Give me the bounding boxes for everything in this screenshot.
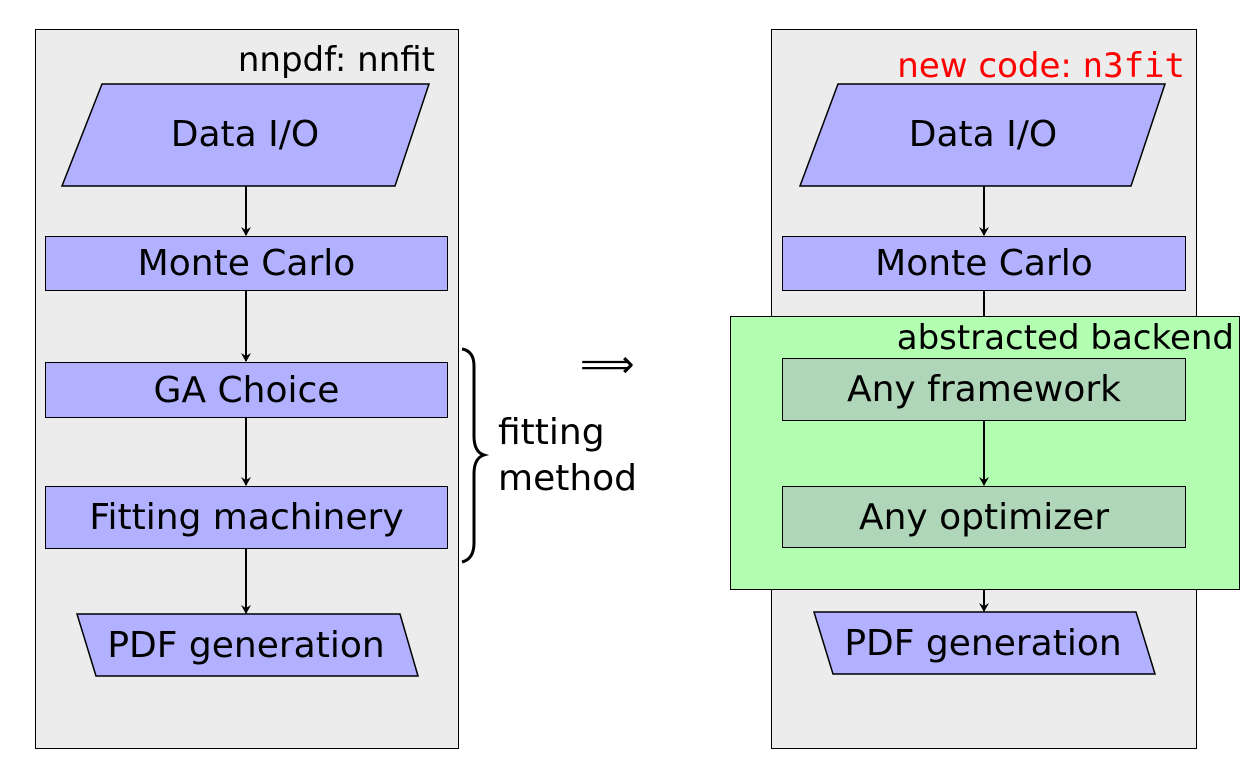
bracket-label: fitting method xyxy=(498,410,637,502)
left-fitting-machinery: Fitting machinery xyxy=(45,486,448,549)
right-pdf-generation: PDF generation xyxy=(844,622,1122,664)
left-panel-title: nnpdf: nnfit xyxy=(237,40,435,80)
left-data-io-shape xyxy=(60,83,431,187)
left-pdf-generation-shape xyxy=(75,613,419,677)
backend-label: abstracted backend xyxy=(896,318,1234,358)
right-monte-carlo: Monte Carlo xyxy=(782,236,1186,291)
left-monte-carlo: Monte Carlo xyxy=(45,236,448,291)
left-ga-choice: GA Choice xyxy=(45,362,448,418)
right-pdf-generation-shape xyxy=(812,611,1157,675)
right-any-framework: Any framework xyxy=(782,358,1186,421)
right-data-io-shape xyxy=(798,83,1167,187)
right-brace xyxy=(461,347,490,564)
bracket-label-line2: method xyxy=(498,458,638,499)
right-panel-title: new code: n3fit xyxy=(897,46,1185,86)
left-data-io: Data I/O xyxy=(170,113,320,155)
right-title-code: n3fit xyxy=(1082,46,1185,86)
bracket-label-line1: fitting xyxy=(498,412,605,453)
right-title-text: new code: xyxy=(897,46,1083,86)
transition-arrow: ⟹ xyxy=(580,342,635,386)
right-data-io: Data I/O xyxy=(908,113,1058,155)
right-any-optimizer: Any optimizer xyxy=(782,486,1186,548)
left-pdf-generation: PDF generation xyxy=(107,624,385,666)
